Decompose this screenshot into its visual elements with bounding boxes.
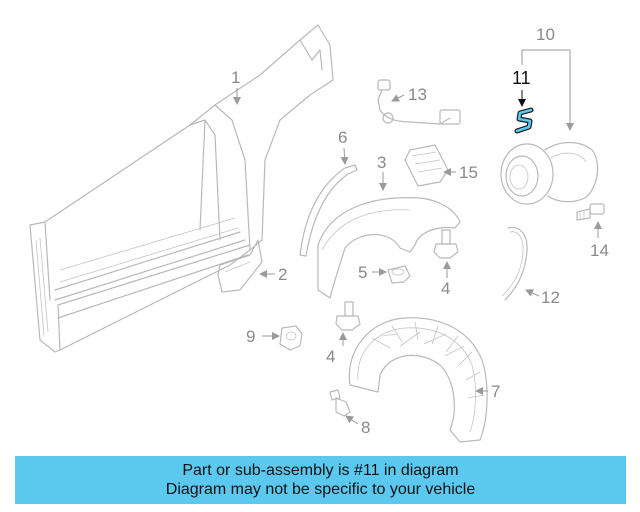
grommet-part-5 xyxy=(387,265,411,284)
callout-2-label: 2 xyxy=(278,265,287,284)
callout-3-label: 3 xyxy=(377,153,386,172)
callout-1-label: 1 xyxy=(231,68,240,87)
callout-13[interactable]: 13 xyxy=(391,85,427,104)
callout-3[interactable]: 3 xyxy=(377,153,387,191)
pin-part-4-upper xyxy=(433,229,459,259)
bolt-part-14 xyxy=(576,203,605,221)
info-banner: Part or sub-assembly is #11 in diagram D… xyxy=(15,456,626,504)
moulding-part-6 xyxy=(299,164,358,257)
nut-part-9 xyxy=(279,325,303,351)
callout-11[interactable]: 11 xyxy=(512,68,531,107)
callout-10-label: 10 xyxy=(536,25,555,44)
callout-2[interactable]: 2 xyxy=(259,265,287,284)
callout-4-upper-label: 4 xyxy=(441,279,450,298)
hose-part-12 xyxy=(501,226,528,301)
pin-part-4-lower xyxy=(335,301,361,331)
banner-line-2: Diagram may not be specific to your vehi… xyxy=(165,481,476,498)
callout-15-label: 15 xyxy=(459,163,478,182)
callout-13-label: 13 xyxy=(408,85,427,104)
callout-8-label: 8 xyxy=(361,418,370,437)
clip-part-11[interactable] xyxy=(514,107,534,134)
body-side-panel xyxy=(29,24,334,353)
switch-part-15 xyxy=(404,144,449,187)
callout-1[interactable]: 1 xyxy=(231,68,241,105)
harness-part-13 xyxy=(377,79,461,125)
callout-5-label: 5 xyxy=(358,263,367,282)
callout-12-label: 12 xyxy=(541,288,560,307)
parts-diagram: 1 2 3 6 13 15 xyxy=(29,24,609,443)
callout-7-label: 7 xyxy=(491,382,500,401)
callout-11-label: 11 xyxy=(512,68,531,88)
callout-9-label: 9 xyxy=(246,327,255,346)
banner-line-1: Part or sub-assembly is #11 in diagram xyxy=(182,462,459,479)
callout-14[interactable]: 14 xyxy=(590,221,609,260)
callout-4-lower-label: 4 xyxy=(326,347,335,366)
callout-10[interactable]: 10 xyxy=(521,25,574,131)
callout-12[interactable]: 12 xyxy=(525,288,560,307)
callout-8[interactable]: 8 xyxy=(345,415,370,437)
callout-9[interactable]: 9 xyxy=(246,327,280,346)
callout-4-lower[interactable]: 4 xyxy=(326,332,347,366)
fender-part-3 xyxy=(317,197,461,299)
callout-15[interactable]: 15 xyxy=(443,163,478,182)
callout-6[interactable]: 6 xyxy=(338,128,349,165)
fuel-door-part-10 xyxy=(500,141,599,205)
callout-6-label: 6 xyxy=(338,128,347,147)
wheel-liner-part-7 xyxy=(348,317,488,443)
callout-4-upper[interactable]: 4 xyxy=(441,261,451,298)
callout-7[interactable]: 7 xyxy=(475,382,500,401)
screw-part-8 xyxy=(329,389,351,417)
callout-14-label: 14 xyxy=(590,241,609,260)
bracket-part-2 xyxy=(217,239,263,293)
callout-5[interactable]: 5 xyxy=(358,263,387,282)
